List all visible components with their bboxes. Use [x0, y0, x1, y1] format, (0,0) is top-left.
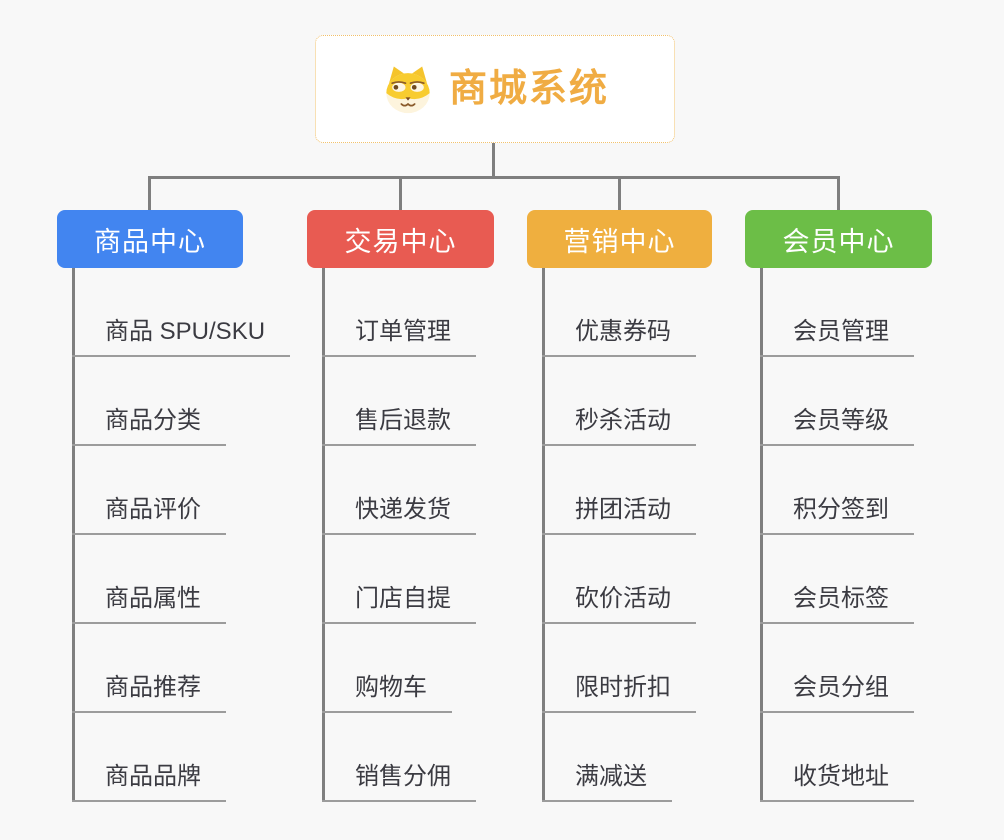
- connector-branch-spine: [72, 268, 75, 802]
- leaf-node[interactable]: 商品属性: [72, 582, 226, 624]
- leaf-node[interactable]: 会员等级: [760, 404, 914, 446]
- connector-drop-trade: [399, 176, 402, 210]
- connector-horizontal-bus: [148, 176, 840, 179]
- branch-node-marketing-center[interactable]: 营销中心: [527, 210, 712, 268]
- dog-icon: [386, 66, 430, 114]
- leaf-node[interactable]: 积分签到: [760, 493, 914, 535]
- branch-member-center: 会员中心 会员管理 会员等级 积分签到 会员标签 会员分组 收货地址: [745, 210, 932, 802]
- connector-root-stem: [492, 143, 495, 177]
- branch-marketing-center: 营销中心 优惠券码 秒杀活动 拼团活动 砍价活动 限时折扣 满减送: [527, 210, 712, 802]
- leaf-node[interactable]: 商品评价: [72, 493, 226, 535]
- connector-drop-member: [837, 176, 840, 210]
- leaf-node[interactable]: 商品分类: [72, 404, 226, 446]
- branch-product-center: 商品中心 商品 SPU/SKU 商品分类 商品评价 商品属性 商品推荐 商品品牌: [57, 210, 291, 802]
- leaf-node[interactable]: 会员分组: [760, 671, 914, 713]
- branch-node-trade-center[interactable]: 交易中心: [307, 210, 494, 268]
- leaf-node[interactable]: 商品 SPU/SKU: [72, 315, 291, 357]
- leaf-node[interactable]: 限时折扣: [542, 671, 696, 713]
- leaf-node[interactable]: 优惠券码: [542, 315, 696, 357]
- root-node-title: 商城系统: [448, 68, 609, 110]
- leaf-node[interactable]: 收货地址: [760, 760, 914, 802]
- leaf-node[interactable]: 门店自提: [322, 582, 476, 624]
- leaf-node[interactable]: 商品推荐: [72, 671, 226, 713]
- branch-node-member-center[interactable]: 会员中心: [745, 210, 932, 268]
- root-node-mall-system[interactable]: 商城系统: [315, 35, 675, 143]
- connector-drop-marketing: [618, 176, 621, 210]
- leaf-node[interactable]: 商品品牌: [72, 760, 226, 802]
- leaf-node[interactable]: 会员管理: [760, 315, 914, 357]
- leaf-node[interactable]: 快递发货: [322, 493, 476, 535]
- leaf-node[interactable]: 拼团活动: [542, 493, 696, 535]
- connector-drop-product: [148, 176, 151, 210]
- branch-node-product-center[interactable]: 商品中心: [57, 210, 243, 268]
- leaf-node[interactable]: 秒杀活动: [542, 404, 696, 446]
- connector-branch-spine: [760, 268, 763, 802]
- leaf-node[interactable]: 订单管理: [322, 315, 476, 357]
- leaf-node[interactable]: 满减送: [542, 760, 672, 802]
- connector-branch-spine: [322, 268, 325, 802]
- leaf-node[interactable]: 售后退款: [322, 404, 476, 446]
- leaf-node[interactable]: 销售分佣: [322, 760, 476, 802]
- leaf-node[interactable]: 会员标签: [760, 582, 914, 624]
- connector-branch-spine: [542, 268, 545, 802]
- branch-trade-center: 交易中心 订单管理 售后退款 快递发货 门店自提 购物车 销售分佣: [307, 210, 494, 802]
- leaf-node[interactable]: 砍价活动: [542, 582, 696, 624]
- leaf-node[interactable]: 购物车: [322, 671, 452, 713]
